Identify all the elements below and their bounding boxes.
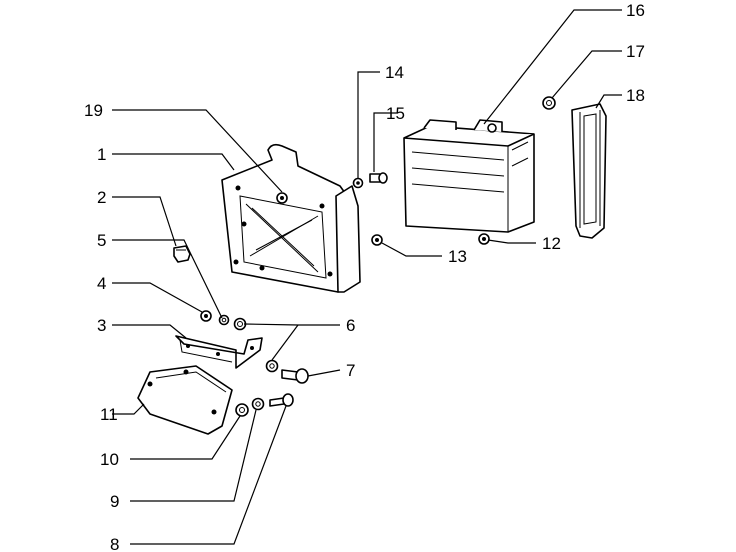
callout-2: 2: [97, 188, 106, 207]
screw-washers-part: [235, 393, 294, 417]
leader-lines: [112, 9, 622, 545]
callout-9: 9: [110, 492, 119, 511]
bracket-part: [175, 335, 263, 369]
callout-3: 3: [97, 316, 106, 335]
screw-12-part: [478, 233, 490, 245]
washer-screw-part: [265, 359, 309, 384]
clip-part: [173, 245, 191, 263]
callout-12: 12: [542, 234, 561, 253]
callout-15: 15: [386, 104, 405, 123]
callout-8: 8: [110, 535, 119, 552]
strap-part: [571, 103, 607, 239]
cover-plate-part: [137, 365, 233, 435]
callout-labels: 19 1 2 5 4 3 6 7 11 10 9 8 13 12 14 15 1…: [84, 1, 645, 552]
callout-13: 13: [448, 247, 467, 266]
callout-17: 17: [626, 42, 645, 61]
callout-4: 4: [97, 274, 106, 293]
small-screw-part: [352, 172, 388, 189]
callout-18: 18: [626, 86, 645, 105]
nut-washer-part: [200, 310, 247, 331]
nut-17-part: [542, 96, 556, 110]
callout-5: 5: [97, 231, 106, 250]
callout-19: 19: [84, 101, 103, 120]
callout-7: 7: [346, 361, 355, 380]
screw-13-part: [371, 234, 383, 246]
battery-part: [403, 119, 535, 233]
callout-6: 6: [346, 316, 355, 335]
callout-16: 16: [626, 1, 645, 20]
callout-14: 14: [385, 63, 404, 82]
battery-tray-part: [221, 143, 361, 293]
callout-10: 10: [100, 450, 119, 469]
callout-11: 11: [100, 405, 118, 424]
callout-1: 1: [97, 145, 106, 164]
